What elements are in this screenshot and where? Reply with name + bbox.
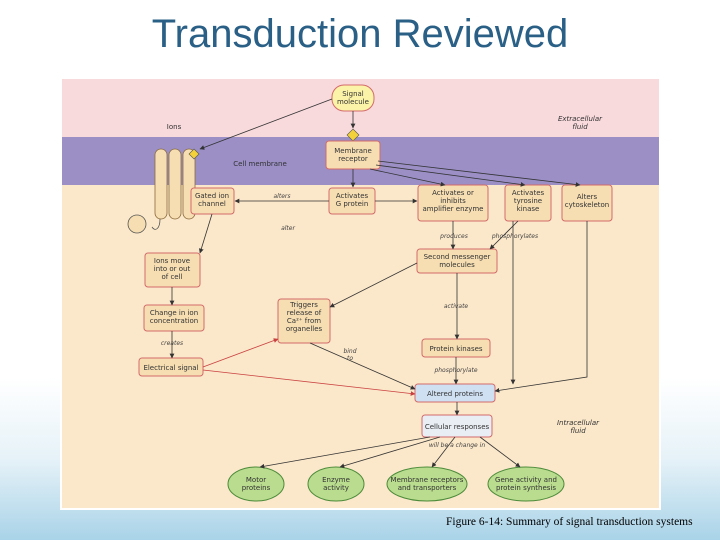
signal-molecule-line-2: molecule (337, 98, 369, 106)
edge-activate: activate (444, 303, 469, 310)
edge-phosphorylate: phosphorylate (433, 367, 477, 374)
slide-title: Transduction Reviewed (151, 12, 569, 56)
cellular-responses-label: Cellular responses (425, 423, 490, 431)
triggers-line-2: release of (287, 309, 322, 317)
triggers-line-3: Ca²⁺ from (287, 317, 321, 325)
protein-kinases-label: Protein kinases (429, 345, 482, 353)
membrane-label: Cell membrane (233, 160, 287, 168)
intracellular-label-line-2: fluid (570, 427, 586, 435)
target-membrane-line-1: Membrane receptors (391, 476, 464, 484)
arrows (169, 98, 588, 469)
edge-bind-line-2: to (347, 355, 353, 362)
ions-label: Ions (167, 123, 182, 131)
ions-move-line-3: of cell (161, 273, 182, 281)
amplifier-line-1: Activates or (432, 189, 474, 197)
signal-molecule-line-1: Signal (342, 90, 364, 98)
edge-alters: alters (274, 193, 291, 200)
triggers-line-1: Triggers (289, 301, 318, 309)
electrical-signal-node: Electrical signal (138, 357, 204, 377)
second-messenger-line-1: Second messenger (424, 253, 491, 261)
g-protein-line-2: G protein (336, 200, 369, 208)
edge-bind-line-1: bind (343, 348, 356, 355)
target-enzyme-line-2: activity (323, 484, 349, 492)
edge-alter: alter (281, 225, 295, 232)
ion-channel-schematic (127, 148, 200, 234)
second-messenger-line-2: molecules (439, 261, 475, 269)
membrane-receptor-line-2: receptor (338, 155, 368, 163)
target-membrane-line-2: and transporters (398, 484, 457, 492)
altered-proteins-node: Altered proteins (414, 383, 496, 403)
target-motor-line-1: Motor (246, 476, 266, 484)
change-ion-line-1: Change in ion (150, 309, 198, 317)
gated-ion-line-2: channel (198, 200, 226, 208)
target-gene-line-1: Gene activity and (495, 476, 557, 484)
cytoskeleton-line-2: cytoskeleton (565, 201, 610, 209)
intracellular-region (62, 185, 659, 508)
extracellular-label-line-2: fluid (572, 123, 588, 131)
altered-proteins-label: Altered proteins (427, 390, 483, 398)
triggers-line-4: organelles (286, 325, 323, 333)
edge-phosphorylates: phosphorylates (491, 233, 538, 240)
tyrosine-line-1: Activates (512, 189, 545, 197)
ions-move-line-1: Ions move (154, 257, 190, 265)
edge-produces: produces (439, 233, 468, 240)
membrane-receptor-line-1: Membrane (334, 147, 372, 155)
protein-kinases-node: Protein kinases (421, 338, 491, 358)
figure-caption: Figure 6-14: Summary of signal transduct… (446, 516, 693, 528)
electrical-signal-label: Electrical signal (143, 364, 198, 372)
edge-creates: creates (161, 340, 183, 347)
gated-ion-line-1: Gated ion (195, 192, 229, 200)
extracellular-label-line-1: Extracellular (558, 115, 603, 123)
cytoskeleton-line-1: Alters (577, 193, 598, 201)
edge-will-be-change: will be a change in (429, 442, 485, 449)
change-ion-line-2: concentration (150, 317, 198, 325)
amplifier-line-3: amplifier enzyme (423, 205, 484, 213)
tyrosine-line-3: kinase (517, 205, 540, 213)
target-gene-line-2: protein synthesis (496, 484, 556, 492)
g-protein-line-1: Activates (336, 192, 369, 200)
ions-move-line-2: into or out (154, 265, 191, 273)
tyrosine-line-2: tyrosine (514, 197, 542, 205)
target-motor-line-2: proteins (242, 484, 271, 492)
cellular-responses-node: Cellular responses (421, 414, 493, 438)
target-enzyme-line-1: Enzyme (322, 476, 350, 484)
intracellular-label-line-1: Intracellular (557, 419, 600, 427)
amplifier-line-2: inhibits (440, 197, 466, 205)
